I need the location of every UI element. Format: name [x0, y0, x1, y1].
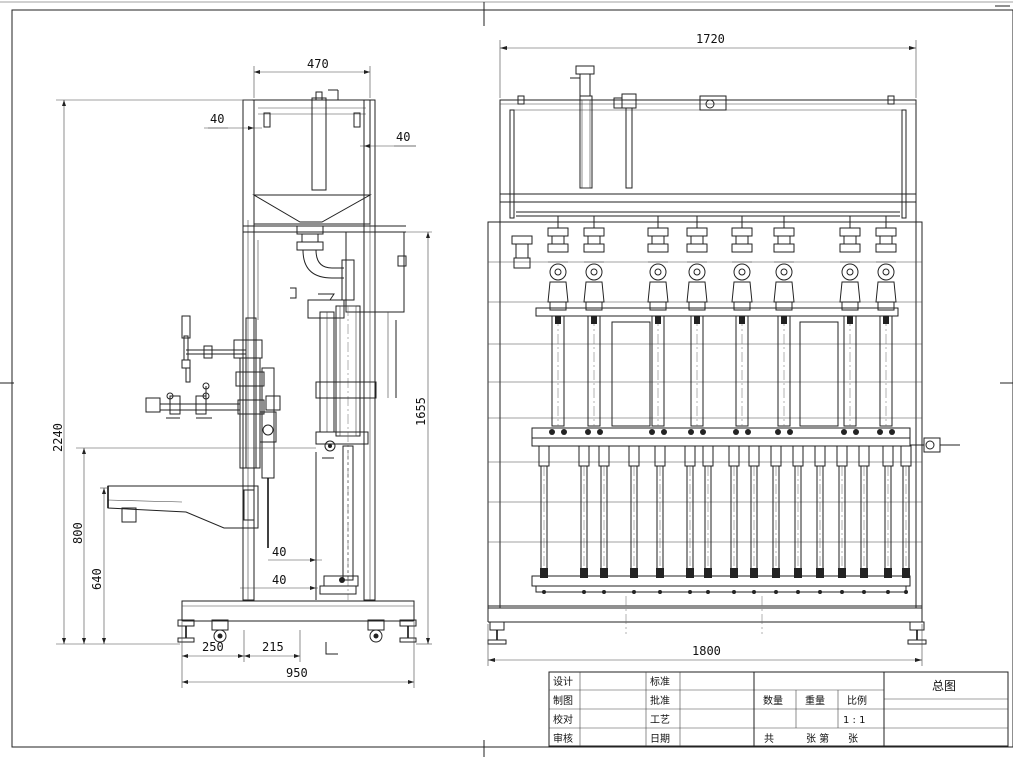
tb-label-approve: 批准: [650, 694, 670, 707]
dim-inner-40-a: 40: [272, 545, 286, 559]
cylinder-unit: [858, 445, 870, 594]
dim-height-800: 800: [71, 522, 85, 544]
nozzle-unit: [773, 216, 795, 435]
tb-drawing-title: 总图: [932, 679, 956, 693]
filling-nozzles: [547, 216, 897, 435]
tb-qty-label: 数量: [763, 694, 783, 707]
nozzle-unit: [731, 216, 753, 435]
dim-base-215: 215: [262, 640, 284, 654]
cylinder-unit: [882, 445, 894, 594]
tb-sheet-label: 张: [848, 733, 858, 745]
nozzle-unit: [839, 216, 861, 435]
cylinder-unit: [684, 445, 696, 594]
cylinder-unit: [654, 445, 666, 594]
dim-top-width: 470: [307, 57, 329, 71]
dim-base-250: 250: [202, 640, 224, 654]
tb-total-label: 共: [764, 733, 774, 745]
cylinder-unit: [900, 445, 912, 594]
dim-front-bottom-width: 1800: [692, 644, 721, 658]
tb-label-check: 校对: [553, 713, 573, 726]
tb-weight-label: 重量: [805, 694, 825, 707]
nozzle-unit: [686, 216, 708, 435]
lower-cylinders: [538, 445, 912, 594]
dim-base-950: 950: [286, 666, 308, 680]
cylinder-unit: [578, 445, 590, 594]
nozzle-unit: [583, 216, 605, 435]
cylinder-unit: [598, 445, 610, 594]
side-view-dimensions: 470 40 40 2240 800 640 1655: [51, 57, 432, 688]
tb-sheets-label: 张 第: [806, 732, 829, 745]
front-view: [487, 65, 960, 645]
dim-front-top-width: 1720: [696, 32, 725, 46]
cylinder-unit: [748, 445, 760, 594]
nozzle-unit: [547, 216, 569, 435]
tb-scale-value: 1 : 1: [843, 715, 865, 726]
cylinder-unit: [836, 445, 848, 594]
dim-inner-40-b: 40: [272, 573, 286, 587]
cylinder-unit: [728, 445, 740, 594]
cylinder-unit: [770, 445, 782, 594]
dim-total-height: 2240: [51, 423, 65, 452]
dim-top-left-40: 40: [210, 112, 224, 126]
tb-label-draw: 制图: [553, 694, 573, 707]
tb-scale-label: 比例: [847, 694, 867, 707]
dim-height-1655: 1655: [414, 397, 428, 426]
front-view-dimensions: 1720 1800: [487, 32, 923, 666]
dim-top-right-40: 40: [396, 130, 410, 144]
dim-height-640: 640: [90, 568, 104, 590]
tb-label-process: 工艺: [650, 714, 670, 726]
cylinder-unit: [702, 445, 714, 594]
cylinder-unit: [792, 445, 804, 594]
tb-label-date: 日期: [650, 733, 670, 745]
cylinder-unit: [814, 445, 826, 594]
title-block: 设计 制图 校对 审核 标准 批准 工艺 日期 数量 重量 比例 1 : 1 共…: [548, 671, 1009, 747]
tb-label-standard: 标准: [650, 676, 670, 688]
cylinder-unit: [628, 445, 640, 594]
nozzle-unit: [875, 216, 897, 435]
cylinder-unit: [538, 445, 550, 594]
tb-label-review: 审核: [553, 732, 573, 745]
nozzle-unit: [647, 216, 669, 435]
side-view: [107, 89, 417, 655]
tb-label-design: 设计: [553, 675, 573, 688]
